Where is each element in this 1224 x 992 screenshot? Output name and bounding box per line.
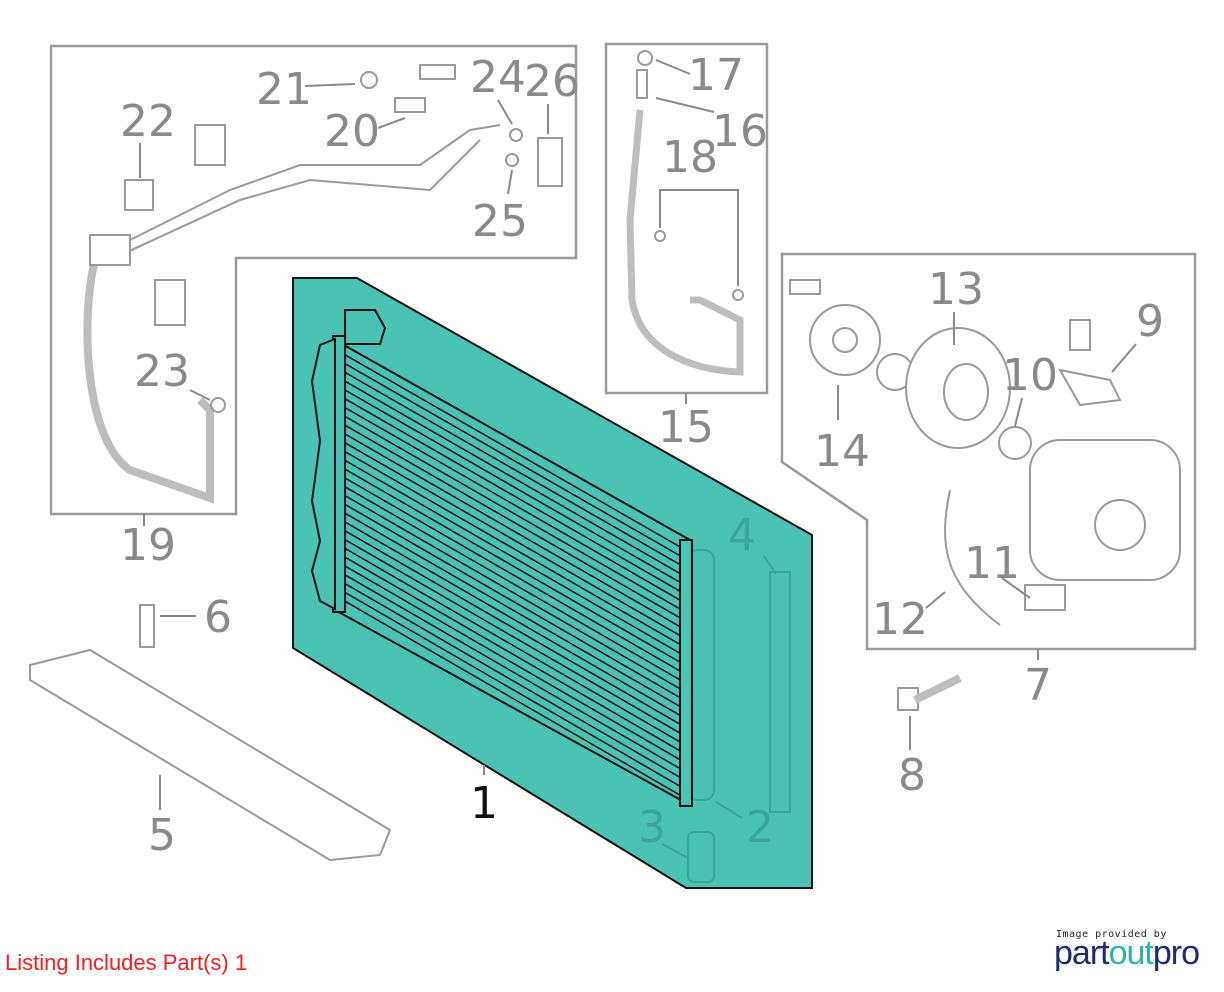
leader-arrows — [139, 59, 1137, 859]
callout-10[interactable]: 10 — [1002, 350, 1058, 401]
condenser-fin — [344, 512, 681, 708]
bolts-and-shield — [29, 604, 962, 862]
condenser-fin — [344, 468, 681, 663]
callout-19[interactable]: 19 — [120, 520, 176, 571]
callout-6[interactable]: 6 — [204, 592, 232, 643]
condenser-fin — [344, 398, 681, 592]
condenser-fin — [344, 459, 681, 654]
condenser-fin — [344, 574, 681, 770]
condenser-fin — [344, 582, 681, 779]
listing-includes-text: Listing Includes Part(s) 1 — [5, 950, 248, 975]
condenser-part-1 — [310, 309, 693, 807]
logo-pro: pro — [1152, 934, 1200, 972]
condenser-fin — [344, 556, 681, 752]
compressor-7 — [789, 279, 1181, 626]
callout-26[interactable]: 26 — [524, 56, 580, 107]
condenser-fin — [344, 530, 681, 725]
condenser-fin — [344, 362, 681, 557]
condenser-fin — [344, 565, 681, 761]
condenser-fin — [344, 371, 681, 566]
condenser-fin — [344, 424, 681, 619]
condenser-fin — [344, 442, 681, 637]
callout-5[interactable]: 5 — [148, 810, 176, 861]
callout-3[interactable]: 3 — [638, 802, 666, 853]
hose-15 — [626, 50, 744, 376]
callout-24[interactable]: 24 — [470, 52, 526, 103]
lines-hoses-19 — [83, 64, 563, 504]
condenser-fin — [344, 538, 681, 734]
callout-20[interactable]: 20 — [324, 106, 380, 157]
condenser-fin — [344, 521, 681, 716]
callout-17[interactable]: 17 — [688, 50, 744, 101]
callout-1[interactable]: 1 — [470, 778, 498, 829]
callout-12[interactable]: 12 — [872, 594, 928, 645]
callout-11[interactable]: 11 — [964, 538, 1020, 589]
condenser-fin — [344, 415, 681, 610]
callout-4[interactable]: 4 — [728, 510, 756, 561]
callout-15[interactable]: 15 — [658, 402, 714, 453]
image-credit-text: Image provided by — [1056, 929, 1167, 940]
callout-2[interactable]: 2 — [746, 802, 774, 853]
callout-16[interactable]: 16 — [712, 106, 768, 157]
callout-7[interactable]: 7 — [1024, 660, 1052, 711]
condenser-fin — [344, 354, 681, 548]
callout-13[interactable]: 13 — [928, 264, 984, 315]
condenser-fin — [344, 600, 681, 796]
condenser-fin — [344, 389, 681, 583]
condenser-fin — [344, 591, 681, 787]
condenser-fin — [344, 406, 681, 601]
partoutpro-logo: partoutpro — [1054, 934, 1200, 973]
condenser-fin — [344, 503, 681, 699]
callout-23[interactable]: 23 — [134, 346, 190, 397]
callout-14[interactable]: 14 — [814, 426, 870, 477]
callout-22[interactable]: 22 — [120, 96, 176, 147]
condenser-fin — [344, 547, 681, 743]
callout-8[interactable]: 8 — [898, 750, 926, 801]
callout-9[interactable]: 9 — [1136, 296, 1164, 347]
condenser-fin — [344, 380, 681, 575]
group-box-19 — [49, 44, 578, 516]
condenser-fin — [344, 433, 681, 628]
callout-18[interactable]: 18 — [662, 132, 718, 183]
condenser-fin — [344, 494, 681, 690]
group-box-7 — [780, 252, 1197, 651]
logo-part: part — [1054, 934, 1110, 972]
logo-out: out — [1108, 934, 1154, 972]
callout-25[interactable]: 25 — [472, 196, 528, 247]
callout-21[interactable]: 21 — [256, 64, 312, 115]
condenser-fin — [344, 450, 681, 646]
condenser-fin — [344, 486, 681, 681]
condenser-fin — [344, 477, 681, 672]
